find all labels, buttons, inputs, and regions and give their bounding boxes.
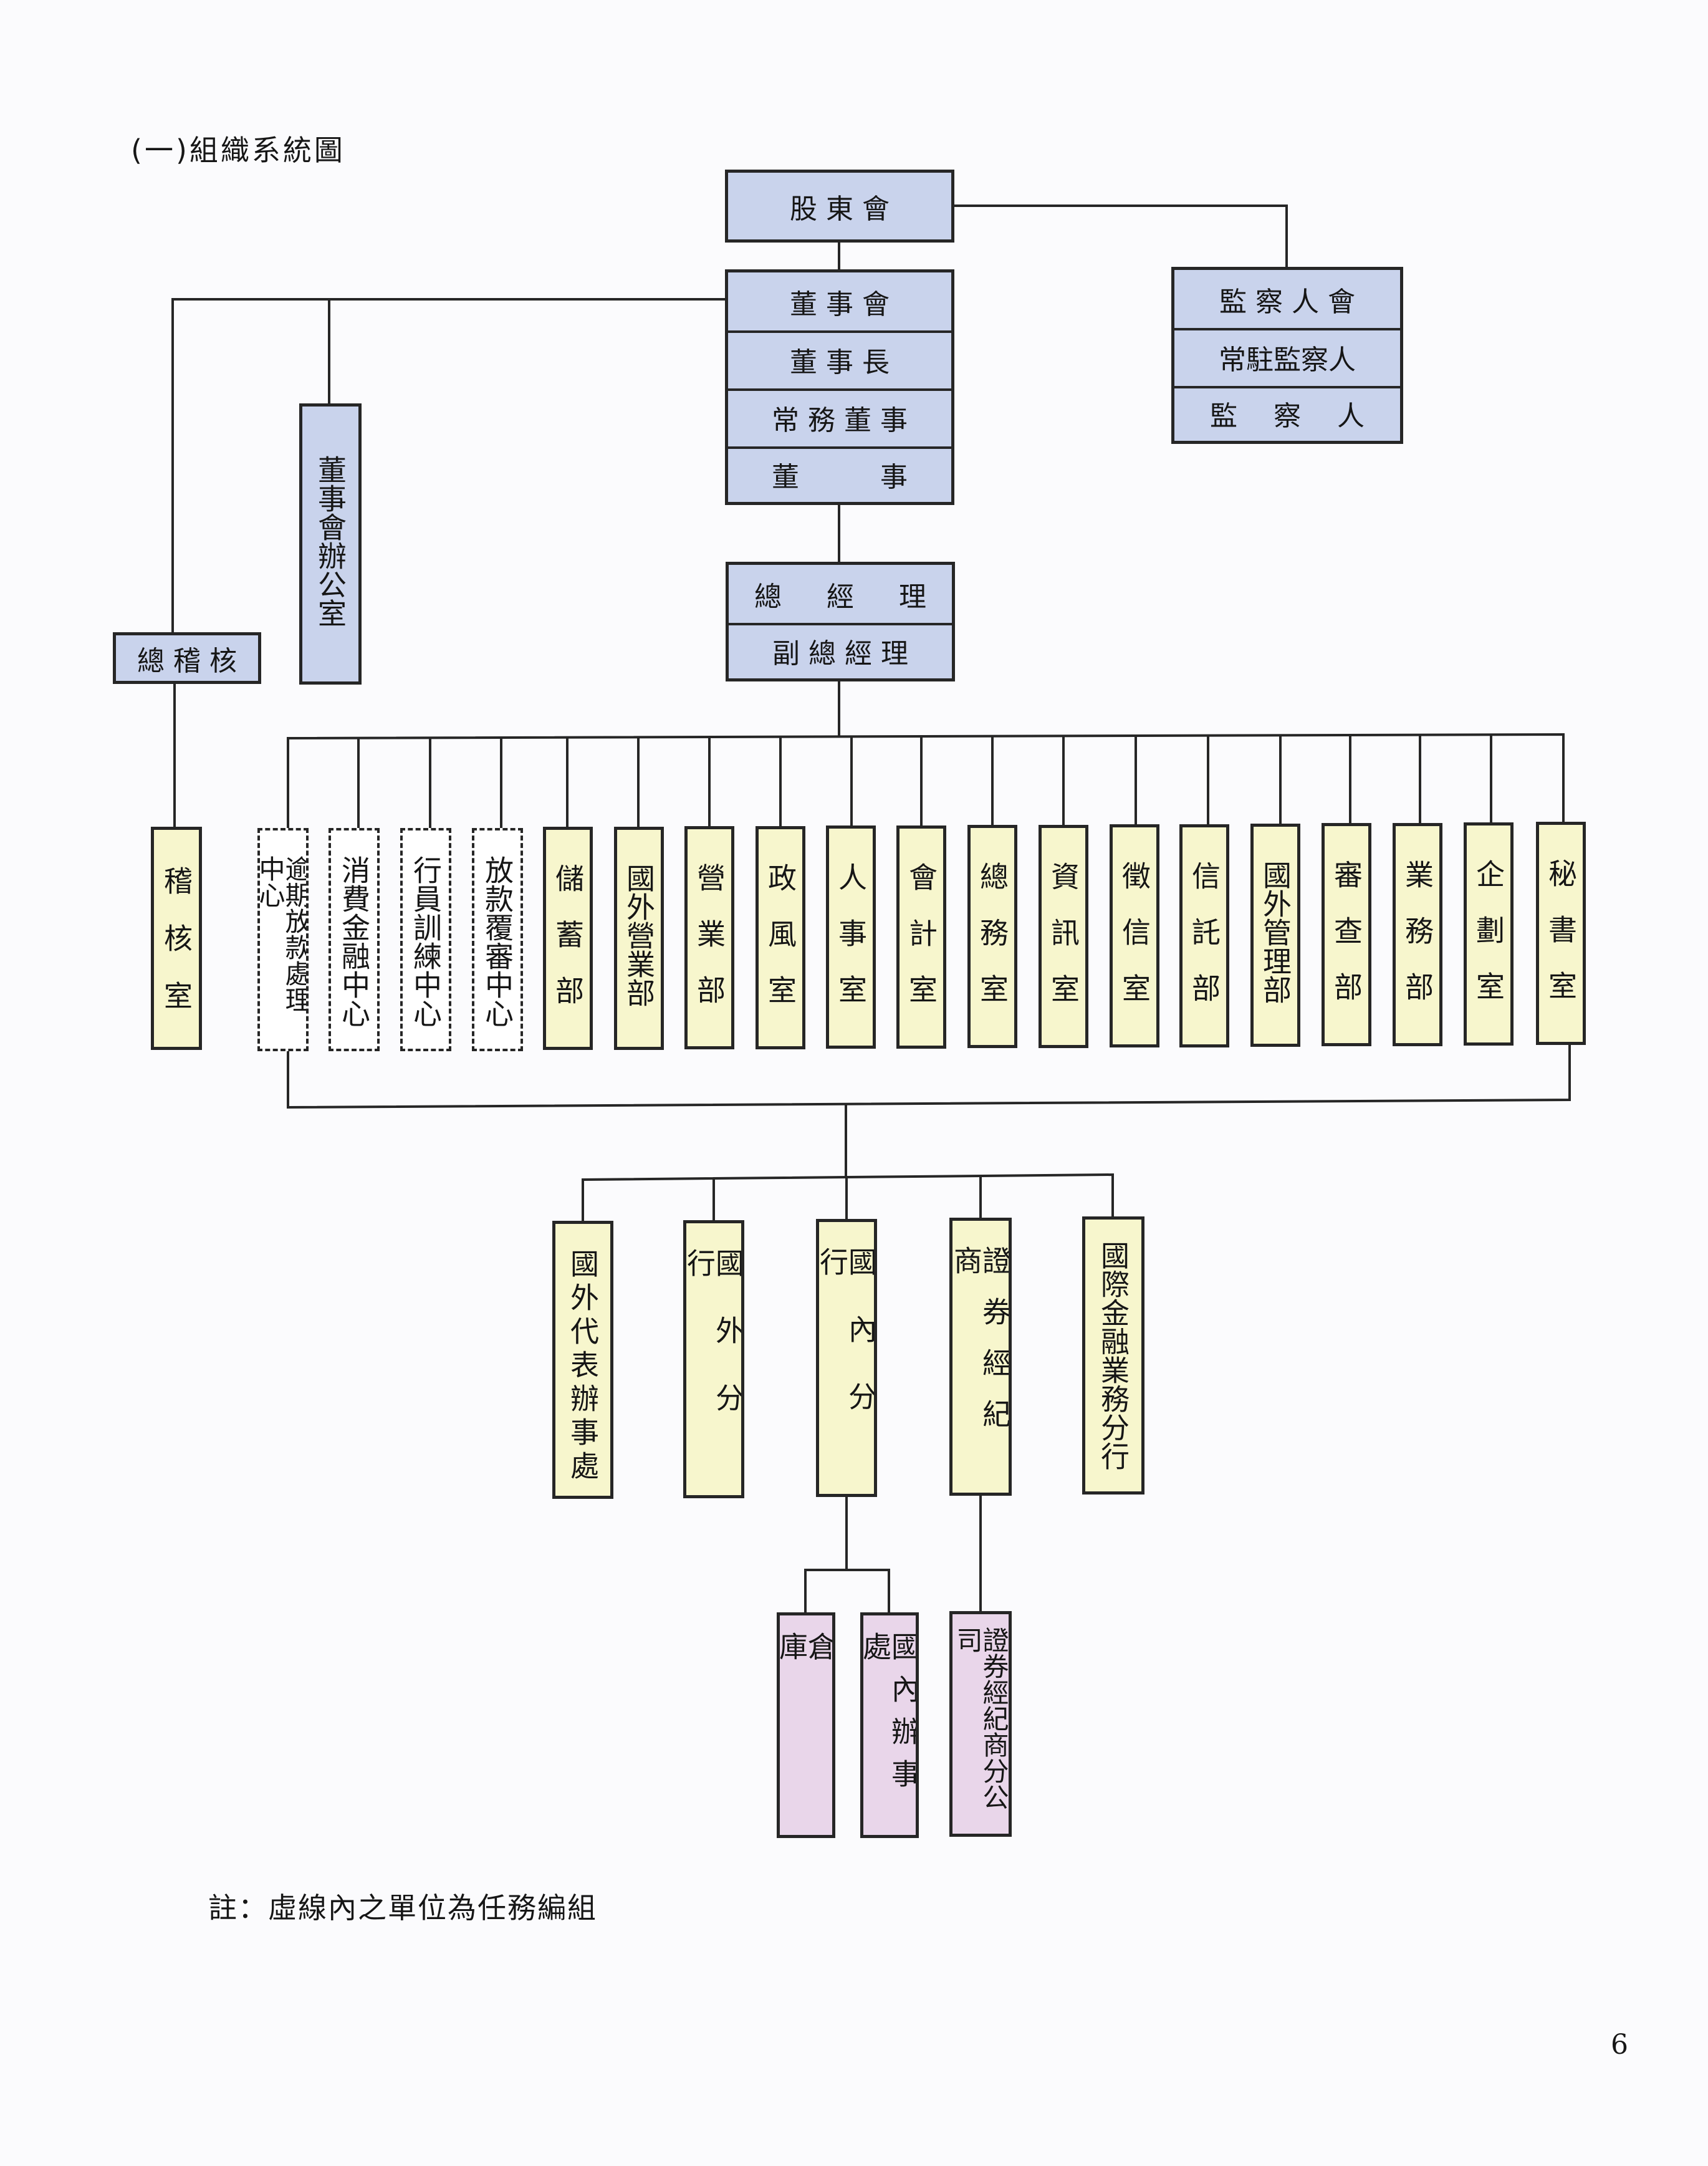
supervisors: 監 察 人 <box>1210 400 1365 432</box>
footnote: 註：虛線內之單位為任務編組 <box>208 1891 597 1925</box>
dept-foreign-management: 國外管理部 <box>1250 824 1300 1047</box>
shareholders-label: 股 東 會 <box>790 193 890 225</box>
dept-personnel: 人事室 <box>826 825 876 1049</box>
dept-label: 國外營業部 <box>622 864 656 1007</box>
dept-business: 營業部 <box>684 826 734 1049</box>
dept-label: 行員訓練中心 <box>409 855 443 1028</box>
dept-label: 資訊室 <box>1047 862 1080 1030</box>
branch-label: 國外分行 <box>683 1248 744 1450</box>
management-stack: 總 經 理 副 總 經 理 <box>726 562 955 681</box>
board-stack: 董 事 會 董 事 長 常 務 董 事 董 事 <box>725 269 954 505</box>
dept-label: 消費金融中心 <box>337 855 371 1028</box>
directors: 董 事 <box>772 461 908 493</box>
supervisors-stack: 監 察 人 會 常駐監察人 監 察 人 <box>1171 267 1403 444</box>
dept-information: 資訊室 <box>1039 825 1088 1048</box>
chief-auditor-label: 總 稽 核 <box>137 645 237 677</box>
sub-unit-label: 倉庫 <box>777 1632 835 1779</box>
connector-branch-bus <box>582 1173 1114 1222</box>
dept-loan-review-center: 放款覆審中心 <box>472 828 523 1051</box>
dept-operations: 業務部 <box>1393 823 1442 1046</box>
dept-foreign-business: 國外營業部 <box>614 827 664 1050</box>
dept-general-affairs: 總務室 <box>967 825 1017 1048</box>
dept-trust: 信託部 <box>1179 824 1229 1047</box>
sub-warehouse: 倉庫 <box>777 1612 835 1838</box>
page-number: 6 <box>1611 2029 1628 2061</box>
dept-secretariat: 秘書室 <box>1536 822 1586 1045</box>
managing-directors: 常 務 董 事 <box>728 388 951 449</box>
chairman: 董 事 長 <box>728 330 951 391</box>
chief-auditor-box: 總 稽 核 <box>113 632 261 684</box>
dept-label: 秘書室 <box>1544 859 1578 1027</box>
shareholders-box: 股 東 會 <box>725 170 954 243</box>
board-of-directors: 董 事 會 <box>728 272 951 333</box>
branch-overseas-rep-office: 國外代表辦事處 <box>552 1221 613 1499</box>
general-manager: 總 經 理 <box>729 565 952 625</box>
dept-savings: 儲蓄部 <box>543 827 593 1050</box>
audit-office-label: 稽核室 <box>160 866 193 1038</box>
dept-label: 徵信室 <box>1118 861 1151 1029</box>
branch-label: 國際金融業務分行 <box>1096 1241 1130 1470</box>
dept-staff-training-center: 行員訓練中心 <box>400 828 451 1051</box>
connector-return-bus <box>287 1041 1571 1109</box>
sub-unit-label: 國內辦事處 <box>860 1632 919 1801</box>
dept-overdue-loan-center: 逾期放款處理中心 <box>257 828 309 1051</box>
supervisors-council: 監 察 人 會 <box>1174 270 1400 330</box>
branch-label: 國內分行 <box>816 1247 877 1449</box>
deputy-general-manager: 副 總 經 理 <box>772 637 908 670</box>
dept-label: 企劃室 <box>1472 859 1505 1028</box>
sub-unit-label: 證券經紀商分公司 <box>952 1627 1009 1810</box>
sub-domestic-office: 國內辦事處 <box>860 1612 919 1838</box>
board-office-label: 董事會辦公室 <box>314 455 347 627</box>
dept-label: 政風室 <box>764 863 797 1031</box>
audit-office-box: 稽核室 <box>151 827 202 1050</box>
dept-credit-investigation: 徵信室 <box>1110 824 1159 1047</box>
dept-label: 業務部 <box>1401 860 1434 1028</box>
dept-label: 人事室 <box>834 862 868 1031</box>
page-title: (一)組織系統圖 <box>131 133 345 167</box>
dept-label: 信託部 <box>1187 861 1221 1029</box>
dept-label: 放款覆審中心 <box>481 855 514 1028</box>
branch-label: 國外代表辦事處 <box>566 1249 600 1485</box>
branch-overseas: 國外分行 <box>683 1220 744 1498</box>
dept-label: 會計室 <box>904 862 938 1031</box>
connector-group <box>171 205 1571 1614</box>
dept-consumer-finance-center: 消費金融中心 <box>329 828 380 1051</box>
dept-accounting: 會計室 <box>896 825 946 1049</box>
dept-label: 營業部 <box>693 863 726 1031</box>
branch-securities-broker: 證券經紀商 <box>949 1218 1012 1496</box>
branch-offshore-banking-unit: 國際金融業務分行 <box>1082 1216 1144 1495</box>
dept-label: 儲蓄部 <box>551 864 585 1032</box>
connector-supervisors <box>954 205 1288 268</box>
dept-label: 總務室 <box>976 862 1009 1030</box>
connector-dept-bus <box>287 733 1565 828</box>
dept-planning: 企劃室 <box>1464 822 1514 1046</box>
dept-ethics: 政風室 <box>756 826 805 1049</box>
branch-label: 證券經紀商 <box>949 1246 1012 1450</box>
branch-domestic: 國內分行 <box>816 1219 877 1497</box>
sub-securities-branch: 證券經紀商分公司 <box>949 1611 1012 1837</box>
connector-domestic-sub-bus <box>804 1569 890 1614</box>
board-office-box: 董事會辦公室 <box>299 403 362 685</box>
dept-review: 審查部 <box>1322 823 1371 1046</box>
dept-label: 逾期放款處理中心 <box>257 855 309 1013</box>
resident-supervisor: 常駐監察人 <box>1174 328 1400 388</box>
dept-label: 審查部 <box>1330 860 1363 1028</box>
connector-chief-auditor <box>171 298 727 635</box>
dept-label: 國外管理部 <box>1259 860 1292 1004</box>
